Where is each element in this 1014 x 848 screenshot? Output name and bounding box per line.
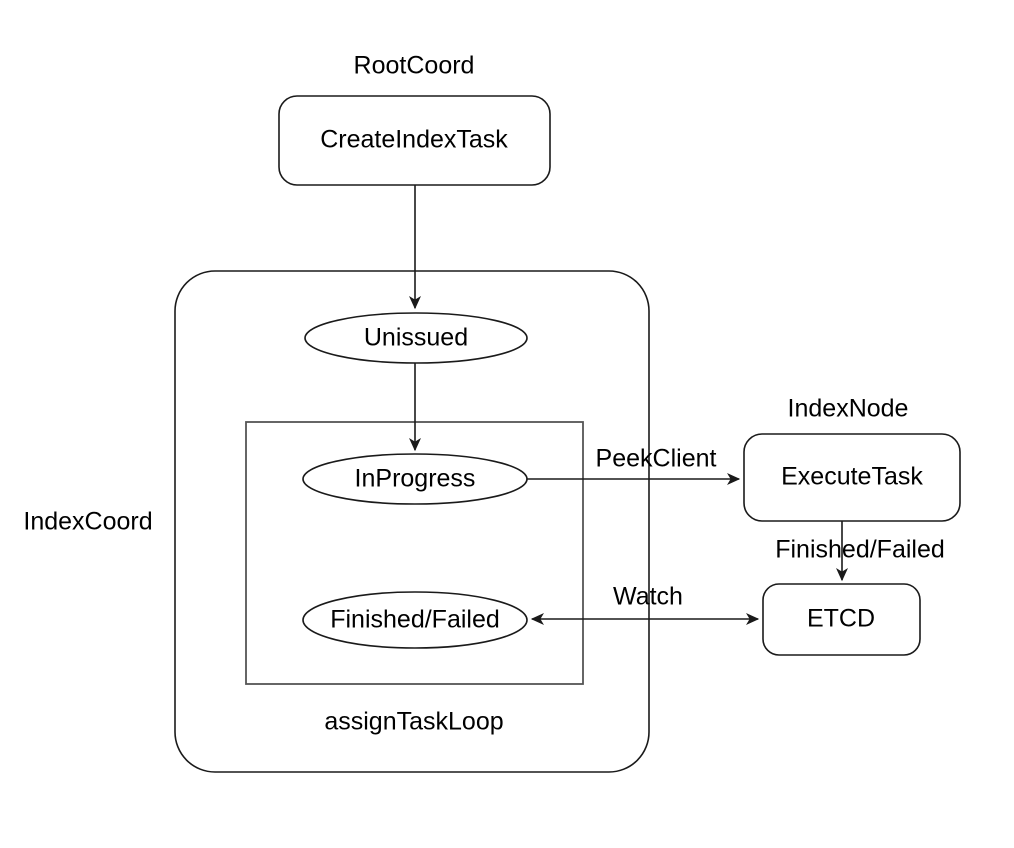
edge-label-peekclient: PeekClient <box>596 445 717 473</box>
node-finished-failed[interactable]: Finished/Failed <box>302 591 528 649</box>
finished-failed-label: Finished/Failed <box>330 606 500 634</box>
group-indexcoord: IndexCoord <box>23 270 650 773</box>
edge-label-finished-failed: Finished/Failed <box>775 536 945 564</box>
edge-executetask-to-etcd: Finished/Failed <box>775 521 945 582</box>
create-index-task-box[interactable] <box>278 95 551 186</box>
etcd-label: ETCD <box>807 605 875 633</box>
indexcoord-label: IndexCoord <box>23 508 152 536</box>
node-rootcoord-label: RootCoord <box>354 52 475 80</box>
indexnode-label: IndexNode <box>788 395 909 423</box>
assigntaskloop-label: assignTaskLoop <box>324 708 503 736</box>
node-unissued[interactable]: Unissued <box>304 312 528 364</box>
execute-task-label: ExecuteTask <box>781 463 923 491</box>
edge-inprogress-to-executetask: PeekClient <box>527 445 741 485</box>
node-indexnode-label: IndexNode <box>788 395 909 423</box>
group-assigntaskloop: assignTaskLoop <box>245 421 584 736</box>
create-index-task-label: CreateIndexTask <box>320 126 508 154</box>
rootcoord-label: RootCoord <box>354 52 475 80</box>
node-execute-task[interactable]: ExecuteTask <box>743 433 961 522</box>
node-etcd[interactable]: ETCD <box>762 583 921 656</box>
edge-label-watch: Watch <box>613 583 683 611</box>
edge-etcd-to-finishedfailed: Watch <box>530 583 760 625</box>
finished-failed-ellipse[interactable] <box>302 591 528 649</box>
indexcoord-container <box>174 270 650 773</box>
node-create-index-task[interactable]: CreateIndexTask <box>278 95 551 186</box>
unissued-ellipse[interactable] <box>304 312 528 364</box>
execute-task-box[interactable] <box>743 433 961 522</box>
node-in-progress[interactable]: InProgress <box>302 453 528 505</box>
in-progress-label: InProgress <box>355 465 476 493</box>
in-progress-ellipse[interactable] <box>302 453 528 505</box>
unissued-label: Unissued <box>364 324 468 352</box>
etcd-box[interactable] <box>762 583 921 656</box>
